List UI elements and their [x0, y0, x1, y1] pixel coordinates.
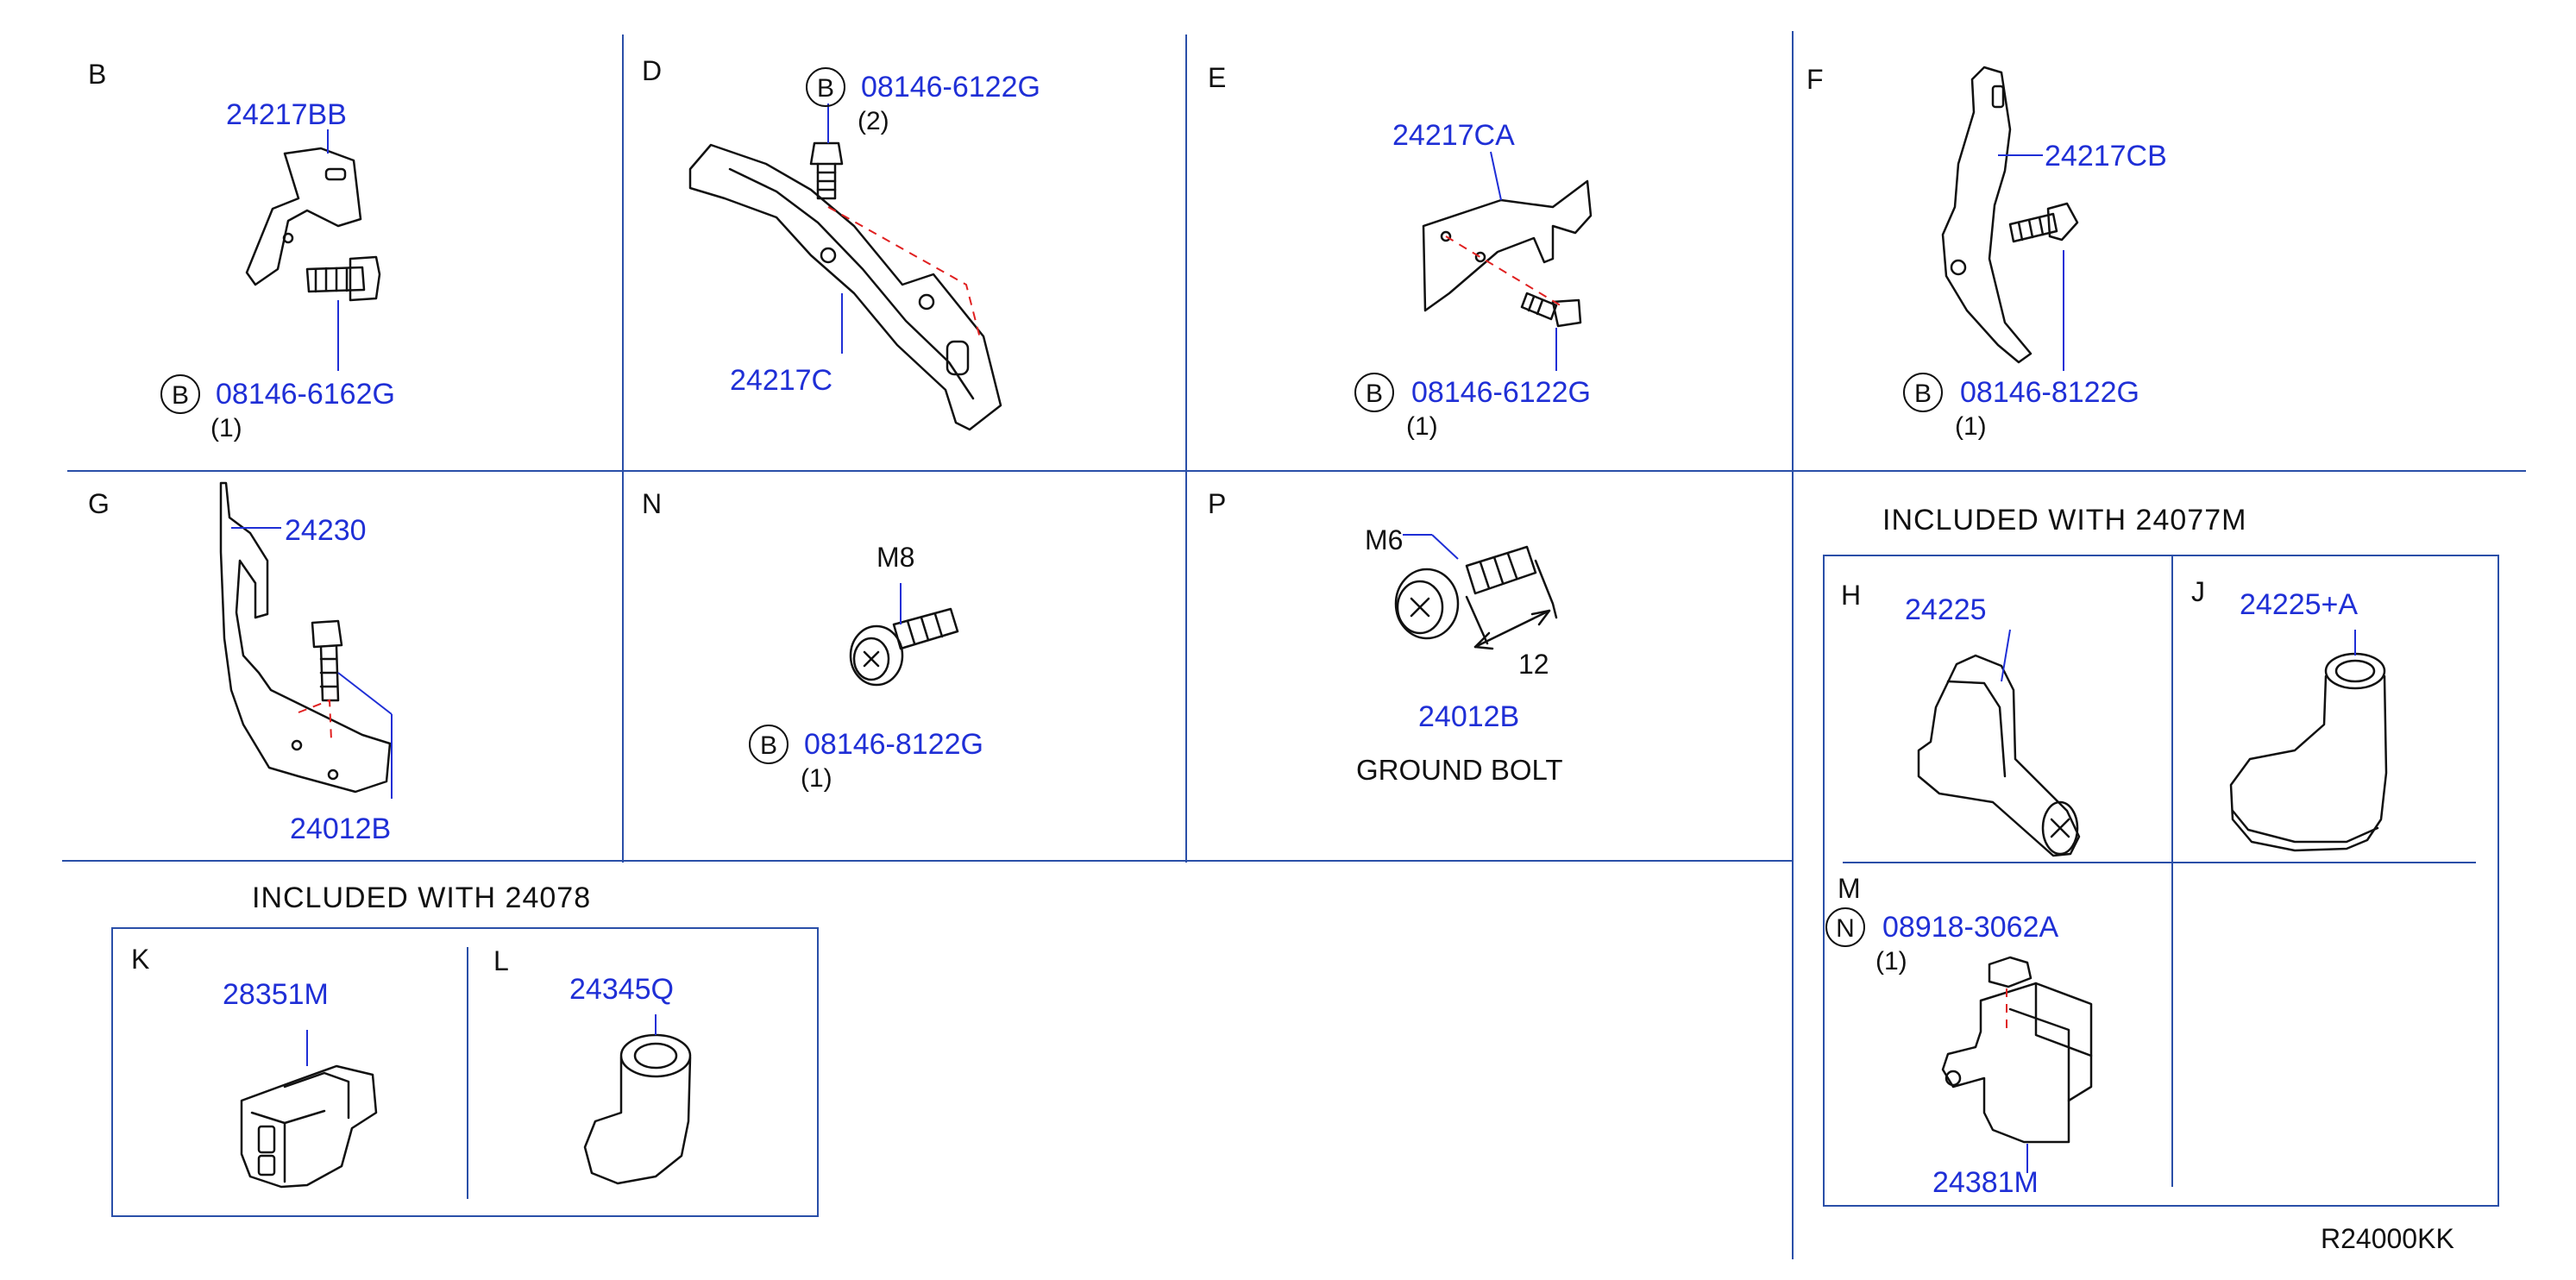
panel-letter-h: H — [1841, 580, 1862, 611]
panel-letter-j: J — [2191, 576, 2205, 607]
part-number-24381m[interactable]: 24381M — [1932, 1166, 2039, 1199]
part-number-08146-6162g[interactable]: 08146-6162G — [216, 378, 395, 411]
quantity-n: (1) — [801, 764, 832, 793]
part-number-24012b-p[interactable]: 24012B — [1418, 700, 1520, 733]
bolt-m8-drawing — [849, 607, 959, 687]
part-number-24217bb[interactable]: 24217BB — [226, 98, 347, 131]
panel-letter-e: E — [1208, 62, 1227, 93]
connector-24381m-drawing — [1941, 956, 2093, 1144]
grommet-24345q-drawing — [583, 1033, 692, 1185]
clip-24225-drawing — [1917, 654, 2081, 857]
quantity-m: (1) — [1875, 947, 1907, 976]
part-number-24230[interactable]: 24230 — [285, 514, 367, 547]
bracket-24217ca-drawing — [1422, 179, 1593, 312]
thread-size-m6: M6 — [1365, 524, 1404, 555]
bolt-circle-n: B — [749, 725, 789, 764]
bolt-circle-f: B — [1903, 373, 1943, 412]
panel-letter-d: D — [642, 55, 663, 86]
part-number-08146-8122g-n[interactable]: 08146-8122G — [804, 728, 983, 761]
leader-lines — [231, 104, 2356, 1173]
dashed-guides — [298, 206, 2007, 1032]
quantity-d: (2) — [858, 107, 889, 135]
part-number-28351m[interactable]: 28351M — [223, 978, 329, 1011]
bolt-circle-e: B — [1354, 373, 1394, 412]
part-number-24225-a[interactable]: 24225+A — [2240, 588, 2359, 621]
bracket-24217cb-drawing — [1941, 66, 2033, 364]
bracket-24217c-drawing — [688, 143, 1002, 431]
part-number-24012b-g[interactable]: 24012B — [290, 813, 392, 845]
diagram-id: R24000KK — [2321, 1223, 2454, 1254]
quantity-b: (1) — [210, 414, 242, 442]
bolt-08146-6162g-drawing — [305, 255, 381, 302]
panel-letter-p: P — [1208, 488, 1227, 519]
panel-letter-g: G — [88, 488, 110, 519]
panel-letter-m: M — [1838, 873, 1861, 904]
bolt-08146-6122g-d-drawing — [809, 141, 844, 200]
part-number-24217ca[interactable]: 24217CA — [1392, 119, 1515, 152]
group-header-24078: INCLUDED WITH 24078 — [252, 882, 592, 914]
panel-letter-l: L — [493, 945, 509, 976]
bolt-08146-8122g-f-drawing — [2008, 202, 2079, 243]
grid-lines — [62, 31, 2526, 1259]
quantity-e: (1) — [1406, 412, 1438, 441]
bolt-circle-b: B — [160, 374, 200, 414]
part-number-24225[interactable]: 24225 — [1905, 593, 1987, 626]
bolt-08146-6122g-e-drawing — [1520, 292, 1582, 328]
part-number-24217cb[interactable]: 24217CB — [2045, 140, 2167, 173]
panel-letter-b: B — [88, 59, 107, 90]
group-header-24077m: INCLUDED WITH 24077M — [1882, 504, 2247, 536]
part-number-08918-3062a[interactable]: 08918-3062A — [1882, 911, 2059, 944]
panel-letter-n: N — [642, 488, 663, 519]
ground-bolt-caption: GROUND BOLT — [1356, 754, 1563, 786]
part-number-08146-6122g-d[interactable]: 08146-6122G — [861, 71, 1040, 104]
part-number-08146-8122g-f[interactable]: 08146-8122G — [1960, 376, 2139, 409]
bolt-circle-d: B — [806, 67, 845, 107]
boot-24225a-drawing — [2229, 652, 2388, 852]
bolt-length: 12 — [1518, 649, 1549, 680]
panel-letter-k: K — [131, 944, 150, 975]
bolt-24012b-g-drawing — [311, 619, 343, 702]
thread-size-m8: M8 — [876, 542, 915, 573]
bolt-m6-drawing — [1394, 545, 1558, 650]
nut-circle-n: N — [1825, 907, 1865, 947]
connector-28351m-drawing — [240, 1064, 378, 1189]
panel-letter-f: F — [1806, 64, 1824, 95]
part-number-24217c[interactable]: 24217C — [730, 364, 833, 397]
quantity-f: (1) — [1955, 412, 1987, 441]
part-number-08146-6122g-e[interactable]: 08146-6122G — [1411, 376, 1591, 409]
part-number-24345q[interactable]: 24345Q — [569, 973, 674, 1006]
bracket-24230-drawing — [219, 481, 392, 794]
bracket-24217bb-drawing — [245, 147, 362, 286]
